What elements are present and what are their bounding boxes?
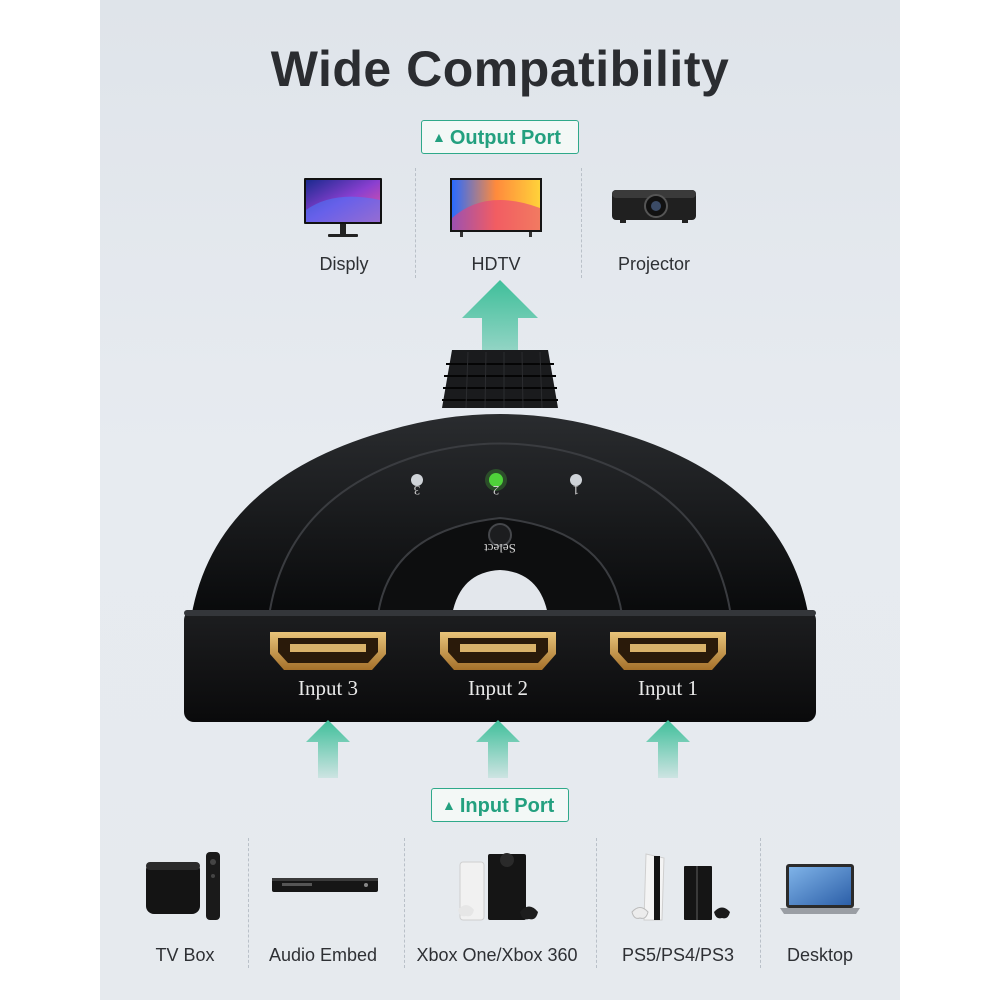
- port-label-input-2: Input 2: [467, 676, 529, 700]
- led-label-3: 3: [413, 483, 421, 498]
- hdmi-port-1: [610, 632, 726, 670]
- projector-icon: [612, 190, 696, 223]
- input-device-label: Audio Embed: [268, 945, 378, 965]
- up-triangle-icon: ▲: [432, 129, 446, 145]
- input-arrow: [306, 720, 350, 778]
- playstation-console-icon: [631, 853, 730, 921]
- led-3: [411, 474, 423, 486]
- output-arrow: [462, 280, 538, 400]
- page-title: Wide Compatibility: [270, 41, 730, 97]
- port-label-input-1: Input 1: [637, 676, 699, 700]
- input-arrow: [476, 720, 520, 778]
- divider: [581, 168, 582, 278]
- divider: [596, 838, 597, 968]
- led-label-2: 2: [492, 483, 500, 498]
- input-device-label: Desktop: [786, 945, 854, 965]
- divider: [248, 838, 249, 968]
- output-device-hdtv: HDTV: [416, 170, 576, 280]
- divider: [404, 838, 405, 968]
- output-device-label: HDTV: [471, 254, 521, 274]
- input-arrow: [646, 720, 690, 778]
- divider: [760, 838, 761, 968]
- input-device-xbox: Xbox One/Xbox 360: [404, 840, 590, 970]
- led-label-1: 1: [572, 483, 580, 498]
- input-device-tv-box: TV Box: [120, 840, 250, 970]
- led-2: [489, 473, 503, 487]
- input-device-label: PS5/PS4/PS3: [621, 945, 735, 965]
- output-device-display: Disply: [264, 170, 424, 280]
- tv-icon: [450, 178, 542, 237]
- input-device-playstation: PS5/PS4/PS3: [596, 840, 760, 970]
- tv-box-icon: [146, 852, 220, 920]
- hdmi-port-3: [270, 632, 386, 670]
- product-panel: Wide Compatibility ▲Output Port Disply: [100, 0, 900, 1000]
- select-button: [488, 523, 512, 547]
- xbox-console-icon: [458, 853, 538, 921]
- input-device-label: TV Box: [155, 945, 215, 965]
- output-port-label: Output Port: [449, 127, 561, 149]
- output-device-projector: Projector: [574, 170, 734, 280]
- monitor-icon: [304, 178, 382, 237]
- hdmi-switch: 3 2 1 Select Input 3 Input 2 Input 1: [100, 280, 900, 780]
- hdmi-port-2: [440, 632, 556, 670]
- blu-ray-player-icon: [272, 878, 378, 892]
- input-device-label: Xbox One/Xbox 360: [416, 945, 578, 965]
- input-port-badge: ▲Input Port: [431, 788, 569, 822]
- output-device-label: Disply: [319, 254, 369, 274]
- input-device-audio-embed: Audio Embed: [248, 840, 398, 970]
- output-port-badge: ▲Output Port: [421, 120, 579, 154]
- divider: [415, 168, 416, 278]
- hdmi-switch-illustration: [184, 280, 816, 778]
- up-triangle-icon: ▲: [442, 797, 456, 813]
- input-device-desktop: Desktop: [760, 840, 880, 970]
- led-1: [570, 474, 582, 486]
- output-device-label: Projector: [617, 254, 691, 274]
- laptop-icon: [780, 864, 860, 914]
- input-port-label: Input Port: [459, 795, 555, 817]
- port-label-input-3: Input 3: [297, 676, 359, 700]
- select-label: Select: [484, 541, 516, 556]
